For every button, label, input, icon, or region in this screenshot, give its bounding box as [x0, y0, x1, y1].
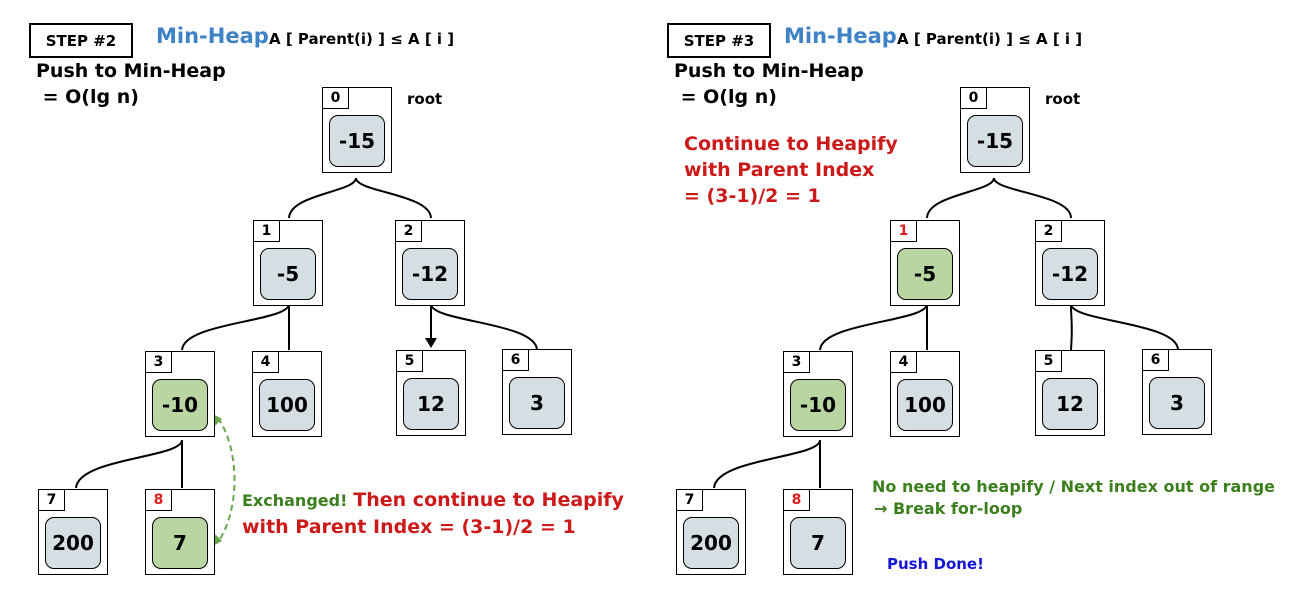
heap-node-1: 1 -5	[253, 220, 323, 306]
continue-heapify-note: Continue to Heapify with Parent Index = …	[684, 131, 898, 209]
heading-push: Push to Min-Heap	[674, 60, 864, 82]
title-min-heap: Min-Heap	[784, 24, 897, 48]
node-value: 12	[1042, 378, 1098, 430]
heap-node-6: 6 3	[502, 349, 572, 435]
heap-node-3: 3 -10	[145, 351, 215, 437]
heap-node-0: 0 -15	[322, 87, 392, 173]
push-done-note: Push Done!	[887, 555, 984, 573]
node-index: 2	[395, 220, 422, 242]
note-line: = (3-1)/2 = 1	[684, 185, 821, 207]
heading-push: Push to Min-Heap	[36, 60, 226, 82]
root-label: root	[407, 90, 443, 108]
continue-heapify-text: Then continue to Heapify	[353, 489, 624, 511]
node-value: -5	[897, 248, 953, 300]
node-index: 7	[676, 489, 703, 511]
heap-node-2: 2 -12	[1035, 220, 1105, 306]
node-index: 2	[1035, 220, 1062, 242]
heap-node-0: 0 -15	[960, 87, 1030, 173]
node-index: 7	[38, 489, 65, 511]
no-heapify-note: No need to heapify / Next index out of r…	[872, 476, 1275, 520]
node-index: 4	[890, 351, 917, 373]
node-index: 1	[253, 220, 280, 242]
heap-node-7: 7 200	[38, 489, 108, 575]
heap-node-7: 7 200	[676, 489, 746, 575]
node-value: 7	[790, 517, 846, 569]
exchanged-text: Exchanged!	[242, 491, 348, 510]
note-line: Continue to Heapify	[684, 133, 898, 155]
node-value: 3	[509, 377, 565, 429]
tree-edges	[713, 177, 1179, 489]
heap-node-8: 8 7	[145, 489, 215, 575]
node-value: -10	[152, 379, 208, 431]
step-label: STEP #3	[667, 23, 771, 58]
exchange-note: Exchanged! Then continue to Heapify with…	[242, 487, 624, 541]
title-min-heap: Min-Heap	[156, 24, 269, 48]
node-index: 5	[396, 350, 423, 372]
note-line: → Break for-loop	[874, 499, 1023, 518]
heap-node-1: 1 -5	[890, 220, 960, 306]
node-index: 0	[960, 87, 987, 109]
heap-node-8: 8 7	[783, 489, 853, 575]
heading-complexity: = O(lg n)	[674, 86, 777, 108]
node-value: -15	[967, 115, 1023, 167]
node-index: 6	[1142, 349, 1169, 371]
node-value: 7	[152, 517, 208, 569]
node-index: 6	[502, 349, 529, 371]
node-value: 100	[897, 379, 953, 431]
node-value: 200	[45, 517, 101, 569]
heap-node-4: 4 100	[890, 351, 960, 437]
step3-panel: STEP #3 Min-Heap A [ Parent(i) ] ≤ A [ i…	[638, 0, 1283, 608]
node-index: 0	[322, 87, 349, 109]
step2-panel: STEP #2 Min-Heap A [ Parent(i) ] ≤ A [ i…	[0, 0, 645, 608]
node-value: 100	[259, 379, 315, 431]
node-index: 8	[783, 489, 810, 511]
root-label: root	[1045, 90, 1081, 108]
heap-property-formula: A [ Parent(i) ] ≤ A [ i ]	[269, 30, 455, 48]
node-value: 200	[683, 517, 739, 569]
heap-node-6: 6 3	[1142, 349, 1212, 435]
node-value: 12	[403, 378, 459, 430]
node-index: 1	[890, 220, 917, 242]
heap-property-formula: A [ Parent(i) ] ≤ A [ i ]	[897, 30, 1083, 48]
tree-edges	[75, 177, 538, 546]
node-index: 3	[783, 351, 810, 373]
node-index: 5	[1035, 350, 1062, 372]
heap-node-2: 2 -12	[395, 220, 465, 306]
note-line: with Parent Index	[684, 159, 875, 181]
node-value: 3	[1149, 377, 1205, 429]
heap-node-4: 4 100	[252, 351, 322, 437]
heap-node-5: 5 12	[396, 350, 466, 436]
node-index: 3	[145, 351, 172, 373]
step-label: STEP #2	[29, 23, 133, 58]
node-index: 4	[252, 351, 279, 373]
node-index: 8	[145, 489, 172, 511]
parent-index-text: with Parent Index = (3-1)/2 = 1	[242, 516, 576, 538]
node-value: -10	[790, 379, 846, 431]
heading-complexity: = O(lg n)	[36, 86, 139, 108]
note-line: No need to heapify / Next index out of r…	[872, 477, 1275, 496]
node-value: -12	[402, 248, 458, 300]
heap-node-3: 3 -10	[783, 351, 853, 437]
heap-node-5: 5 12	[1035, 350, 1105, 436]
node-value: -15	[329, 115, 385, 167]
node-value: -5	[260, 248, 316, 300]
exchange-arrow	[217, 417, 236, 543]
node-value: -12	[1042, 248, 1098, 300]
